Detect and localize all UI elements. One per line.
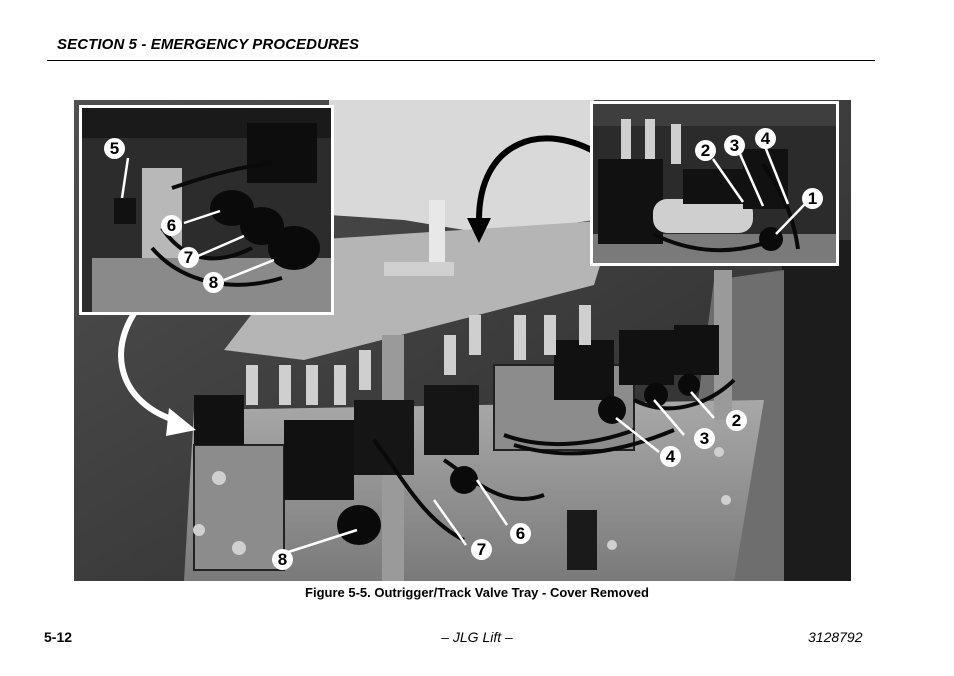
callout-7-left-inset: 7 <box>178 247 199 268</box>
valve-tray-photo: 5 6 7 8 <box>74 100 851 581</box>
callout-3-right-inset: 3 <box>724 135 745 156</box>
callout-2-main: 2 <box>726 410 747 431</box>
callout-2-right-inset: 2 <box>695 140 716 161</box>
callout-5-left-inset: 5 <box>104 138 125 159</box>
publisher-name: – JLG Lift – <box>441 629 513 645</box>
document-number: 3128792 <box>808 629 863 645</box>
right-inset-illustration <box>593 104 836 263</box>
header-rule <box>47 60 875 61</box>
callout-3-main: 3 <box>694 428 715 449</box>
callout-7-main: 7 <box>471 539 492 560</box>
callout-4-main: 4 <box>660 446 681 467</box>
figure-caption: Figure 5-5. Outrigger/Track Valve Tray -… <box>305 585 649 600</box>
left-inset-photo: 5 6 7 8 <box>79 105 334 315</box>
callout-1-right-inset: 1 <box>802 188 823 209</box>
section-title: SECTION 5 - EMERGENCY PROCEDURES <box>57 36 360 53</box>
page-number: 5-12 <box>44 629 73 645</box>
callout-6-main: 6 <box>510 523 531 544</box>
callout-8-left-inset: 8 <box>203 272 224 293</box>
callout-8-main: 8 <box>272 549 293 570</box>
callout-4-right-inset: 4 <box>755 128 776 149</box>
right-inset-photo: 2 3 4 1 <box>590 101 839 266</box>
callout-6-left-inset: 6 <box>161 215 182 236</box>
